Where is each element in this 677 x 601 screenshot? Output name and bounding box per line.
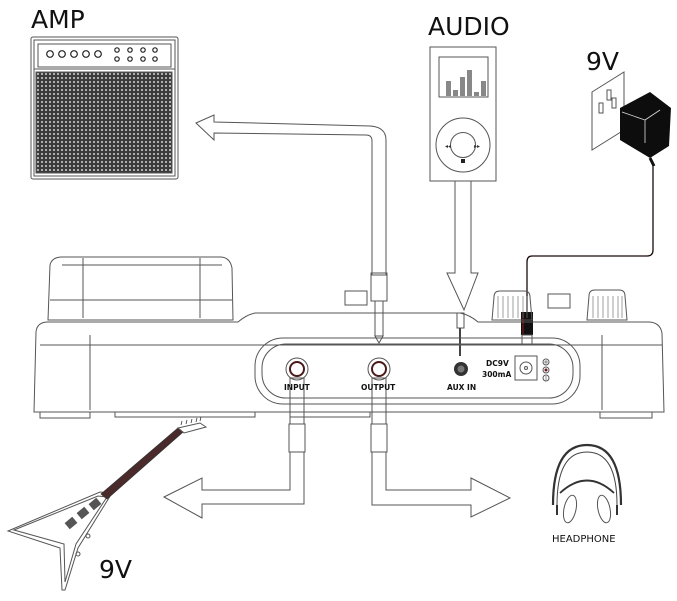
input-label: INPUT <box>284 383 310 392</box>
audio-player-icon: ◂◂ ▸▸ <box>429 46 497 182</box>
svg-text:▸▸: ▸▸ <box>474 143 480 150</box>
aux-in-jack[interactable] <box>454 362 468 376</box>
aux-in-label: AUX IN <box>447 383 477 392</box>
amp-knobs <box>46 47 158 62</box>
output-label: OUTPUT <box>361 383 396 392</box>
arrow-guitar-to-input <box>162 451 305 519</box>
output-jack[interactable] <box>367 357 391 381</box>
amp-icon <box>30 36 179 180</box>
pedal-knob <box>586 289 628 321</box>
input-jack[interactable] <box>285 357 309 381</box>
dc-current-label: 300mA <box>482 370 512 379</box>
equalizer-bars <box>446 70 486 96</box>
wall-socket-icon <box>591 71 625 151</box>
guitar-voltage-label: 9V <box>99 555 133 584</box>
guitar-icon <box>6 416 208 591</box>
headphone-label: HEADPHONE <box>552 534 616 545</box>
dc-jack[interactable] <box>514 355 538 381</box>
amp-label: AMP <box>31 5 85 34</box>
pedal-unit <box>33 256 665 419</box>
pedal-knob <box>491 290 533 321</box>
aux-plug <box>456 312 465 356</box>
audio-label: AUDIO <box>428 12 510 41</box>
arrow-output-to-headphone <box>371 451 512 518</box>
arrow-audio-to-aux <box>446 180 479 312</box>
output-plug-top <box>370 272 388 345</box>
power-adapter-icon <box>620 92 671 167</box>
arrow-output-to-amp <box>195 114 387 276</box>
headphone-icon <box>551 443 623 524</box>
power-cable <box>526 165 654 313</box>
polarity-icon <box>542 358 550 382</box>
adapter-voltage-label: 9V <box>586 47 620 76</box>
svg-text:◂◂: ◂◂ <box>445 143 451 150</box>
dc-voltage-label: DC9V <box>486 359 509 368</box>
